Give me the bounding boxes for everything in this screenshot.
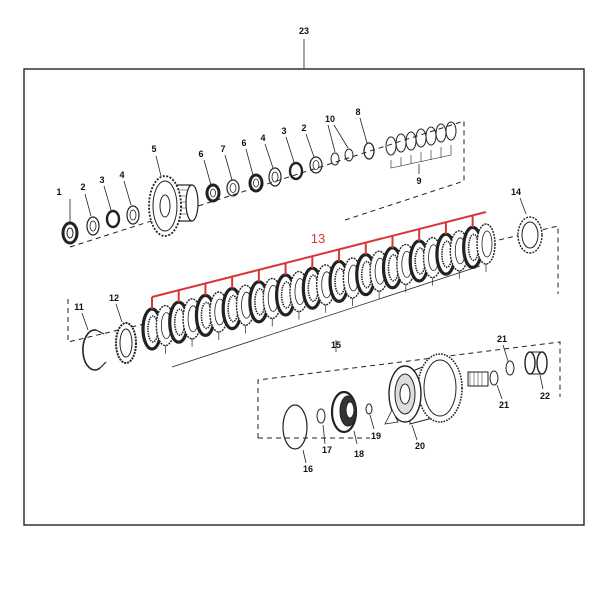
label-2-right: 2 [301, 123, 306, 133]
part-4-washer-left [126, 205, 140, 225]
part-8-washer [363, 142, 375, 160]
label-8: 8 [355, 107, 360, 117]
label-16: 16 [303, 464, 313, 474]
label-17: 17 [322, 445, 332, 455]
part-13-highlight-bracket [151, 211, 487, 309]
label-5: 5 [151, 144, 156, 154]
part-9-washer-stack [385, 121, 457, 169]
bracket-top-line [151, 211, 487, 298]
part-4-washer-right [268, 167, 282, 187]
label-7: 7 [220, 144, 225, 154]
part-11-snap-ring [82, 329, 107, 371]
label-3-right: 3 [281, 126, 286, 136]
label-14: 14 [511, 187, 521, 197]
middle-group-dashed-box [67, 225, 559, 343]
part-14-thrust-ring [517, 216, 543, 254]
label-18: 18 [354, 449, 364, 459]
part-3-ring-right [288, 161, 304, 181]
label-13: 13 [311, 231, 325, 246]
part-12-pressure-plate [115, 322, 137, 364]
part-7-sleeve [226, 179, 240, 197]
part-20-output-hub [384, 353, 489, 425]
label-19: 19 [371, 431, 381, 441]
part-6-bearing-right [248, 173, 264, 193]
part-22-bearing [524, 351, 548, 375]
label-23: 23 [299, 26, 309, 36]
label-6-right: 6 [241, 138, 246, 148]
part-6-bearing-left [205, 183, 221, 203]
bottom-group-dashed-box [257, 341, 561, 438]
label-6-left: 6 [198, 149, 203, 159]
label-11: 11 [74, 302, 84, 312]
label-2-left: 2 [80, 182, 85, 192]
part-21-ring-lower [489, 370, 499, 386]
clutch-disc [462, 225, 484, 269]
label-21-lower: 21 [499, 400, 509, 410]
clutch-disc [476, 223, 496, 272]
label-12: 12 [109, 293, 119, 303]
part-2-washer-left [86, 216, 100, 236]
label-20: 20 [415, 441, 425, 451]
part-17-seal-ring [316, 408, 326, 424]
part-1-bearing [61, 221, 79, 245]
part-16-o-ring [282, 404, 308, 450]
label-4-left: 4 [119, 170, 124, 180]
part-15-clutch-disc-pack [141, 223, 496, 368]
part-18-bearing [330, 390, 358, 434]
label-9: 9 [416, 176, 421, 186]
part-3-ring-left [105, 209, 121, 229]
disc-pack-baseline [171, 265, 481, 368]
part-19-snap-ring [365, 403, 373, 415]
part-2-washer-right [309, 156, 323, 174]
label-4-right: 4 [260, 133, 265, 143]
part-5-gear [148, 175, 199, 237]
label-3-left: 3 [99, 175, 104, 185]
label-22: 22 [540, 391, 550, 401]
part-21-ring-upper [505, 360, 515, 376]
label-21-upper: 21 [497, 334, 507, 344]
top-group-dashed-box [69, 120, 465, 248]
label-10: 10 [325, 114, 335, 124]
label-15: 15 [331, 340, 341, 350]
part-10-snap-rings [330, 148, 354, 166]
label-1: 1 [56, 187, 61, 197]
